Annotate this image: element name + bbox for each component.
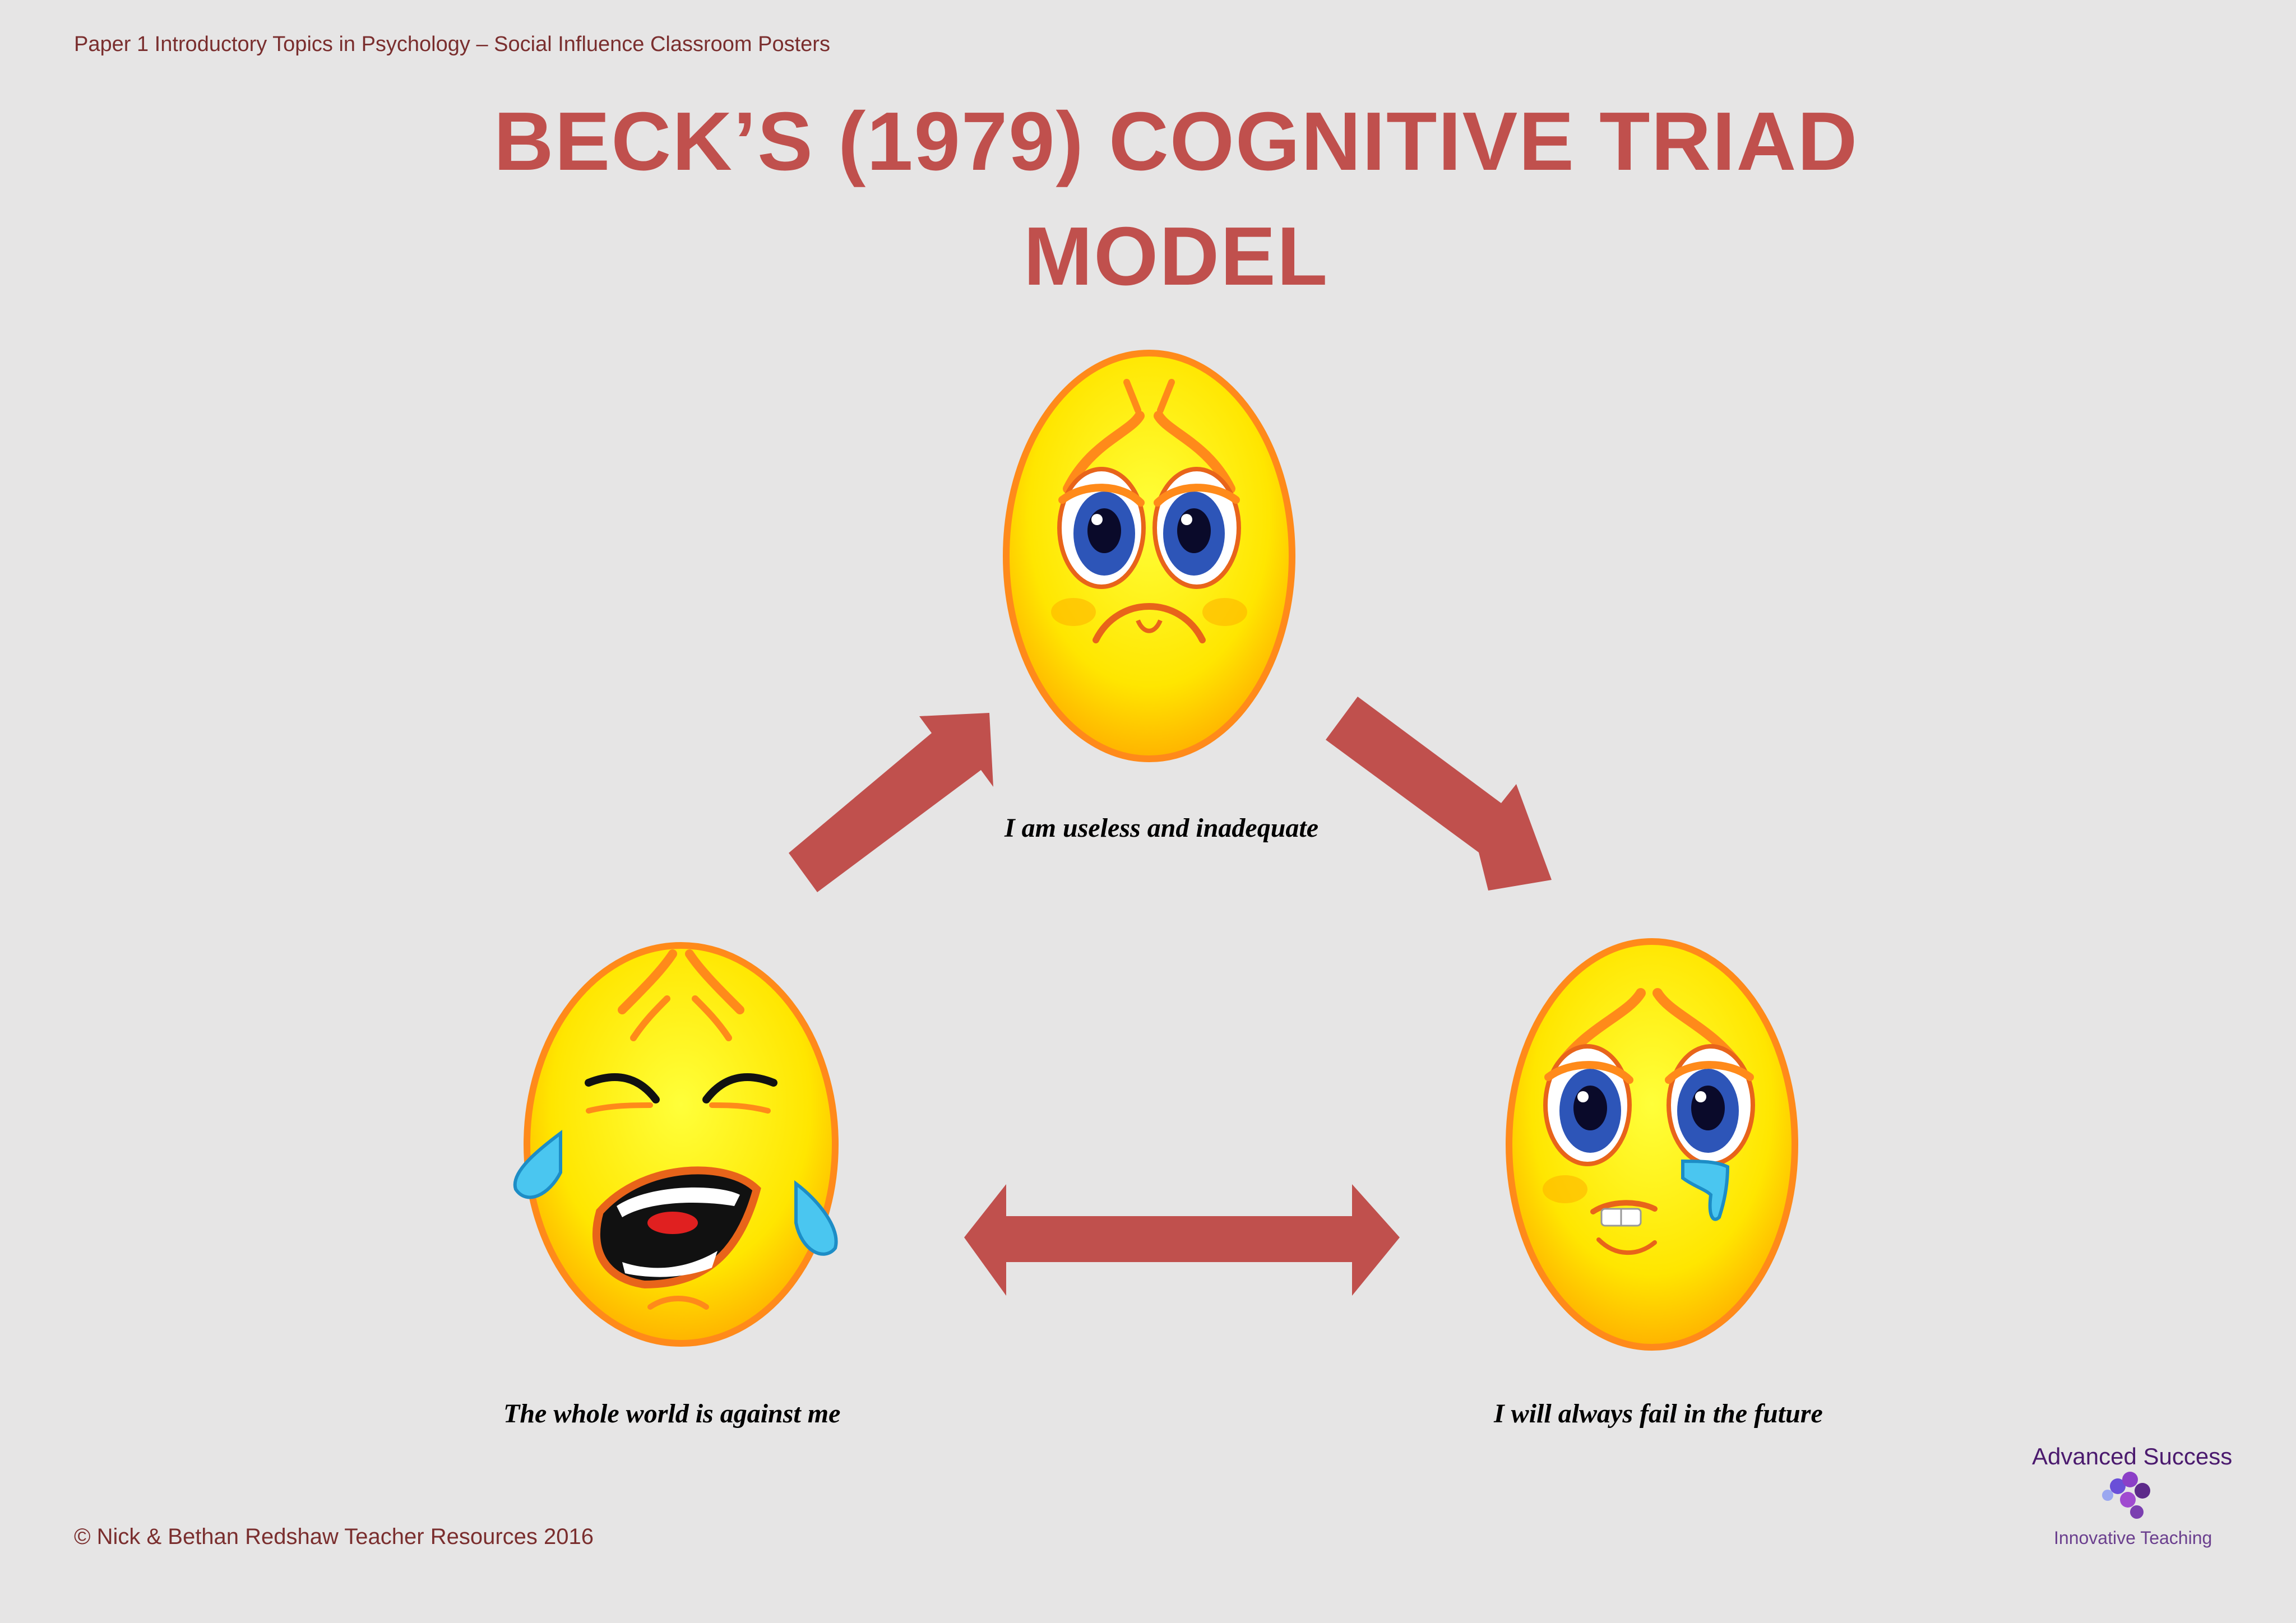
arrow-world-to-self	[789, 713, 993, 892]
arrow-world-future-bidirectional	[964, 1184, 1400, 1296]
crying-face-icon	[513, 942, 839, 1347]
logo-name: Advanced Success	[2032, 1443, 2233, 1469]
poster-header: Paper 1 Introductory Topics in Psycholog…	[74, 33, 830, 56]
title-line-1: BECK’S (1979) COGNITIVE TRIAD	[493, 95, 1859, 188]
copyright-footer: © Nick & Bethan Redshaw Teacher Resource…	[74, 1524, 594, 1549]
logo-tagline: Innovative Teaching	[2054, 1528, 2212, 1548]
title-line-2: MODEL	[1023, 210, 1329, 303]
arrow-self-to-future	[1326, 697, 1552, 891]
caption-self: I am useless and inadequate	[1004, 813, 1319, 843]
caption-future: I will always fail in the future	[1494, 1399, 1823, 1429]
poster-title: BECK’S (1979) COGNITIVE TRIAD MODEL	[0, 84, 2296, 314]
caption-world: The whole world is against me	[503, 1399, 841, 1429]
tearful-face-icon	[1506, 938, 1798, 1351]
sad-face-icon	[1003, 350, 1295, 762]
